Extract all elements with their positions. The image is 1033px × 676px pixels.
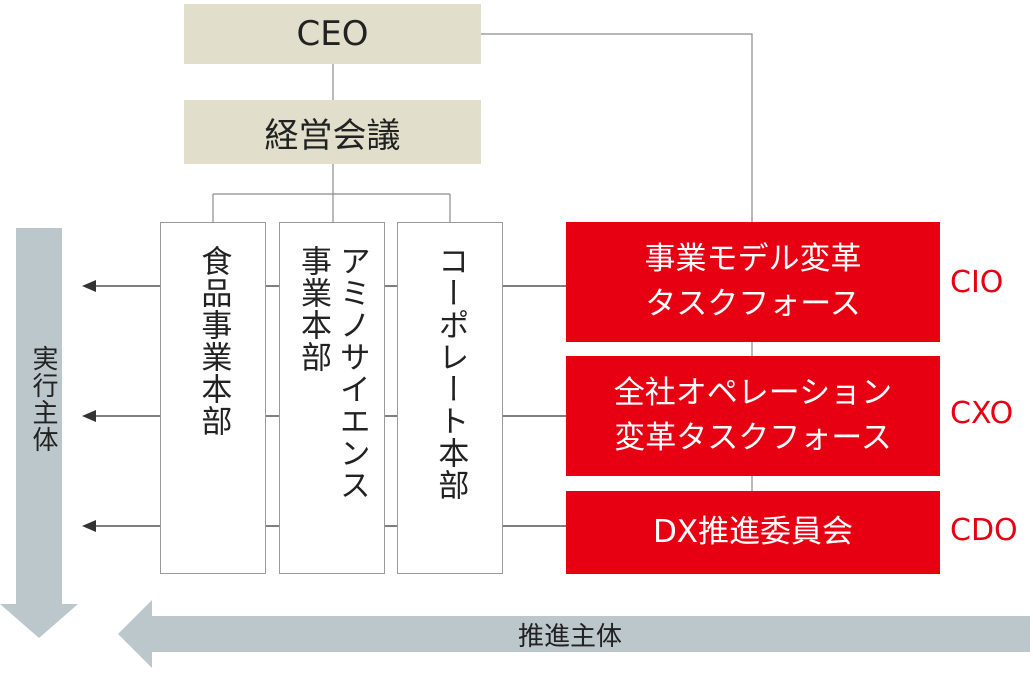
division-amino-science: アミノサイエンス事業本部 [279,222,385,574]
management-meeting-box: 経営会議 [184,100,481,164]
taskforce-business-model: 事業モデル変革 タスクフォース [566,222,940,342]
division-amino-science-line-1: アミノサイエンス [333,245,370,501]
taskforce-business-model-line-1: 事業モデル変革 [644,241,862,278]
promotion-label: 推進主体 [517,622,622,652]
execution-arrow [0,228,78,638]
dx-committee-label: DX推進委員会 [652,514,854,551]
ceo-label: CEO [296,14,369,54]
taskforce-operations-line-1: 全社オペレーション [613,375,893,412]
division-amino-science-line-2: 事業本部 [295,245,331,373]
taskforce-business-model-line-2: タスクフォース [645,286,861,322]
arrowhead-2 [82,410,96,422]
arrowhead-1 [82,280,96,292]
division-food-label: 食品事業本部 [195,245,232,437]
dx-committee: DX推進委員会 [566,491,940,574]
execution-label: 実行主体 [28,345,58,453]
role-cxo: CXO [950,396,1014,431]
taskforce-operations: 全社オペレーション 変革タスクフォース [566,356,940,476]
promotion-arrow [118,600,1030,668]
taskforce-operations-line-2: 変革タスクフォース [614,420,892,456]
connector-ceo-taskforce [481,33,753,222]
management-meeting-label: 経営会議 [264,115,401,156]
ceo-box: CEO [184,4,481,64]
role-cdo: CDO [950,513,1018,548]
role-cio: CIO [950,265,1004,300]
arrowhead-3 [82,520,96,532]
division-corporate-label: コーポレート本部 [432,245,469,501]
division-corporate: コーポレート本部 [397,222,503,574]
division-food: 食品事業本部 [160,222,266,574]
division-amino-science-label: アミノサイエンス事業本部 [293,223,371,573]
